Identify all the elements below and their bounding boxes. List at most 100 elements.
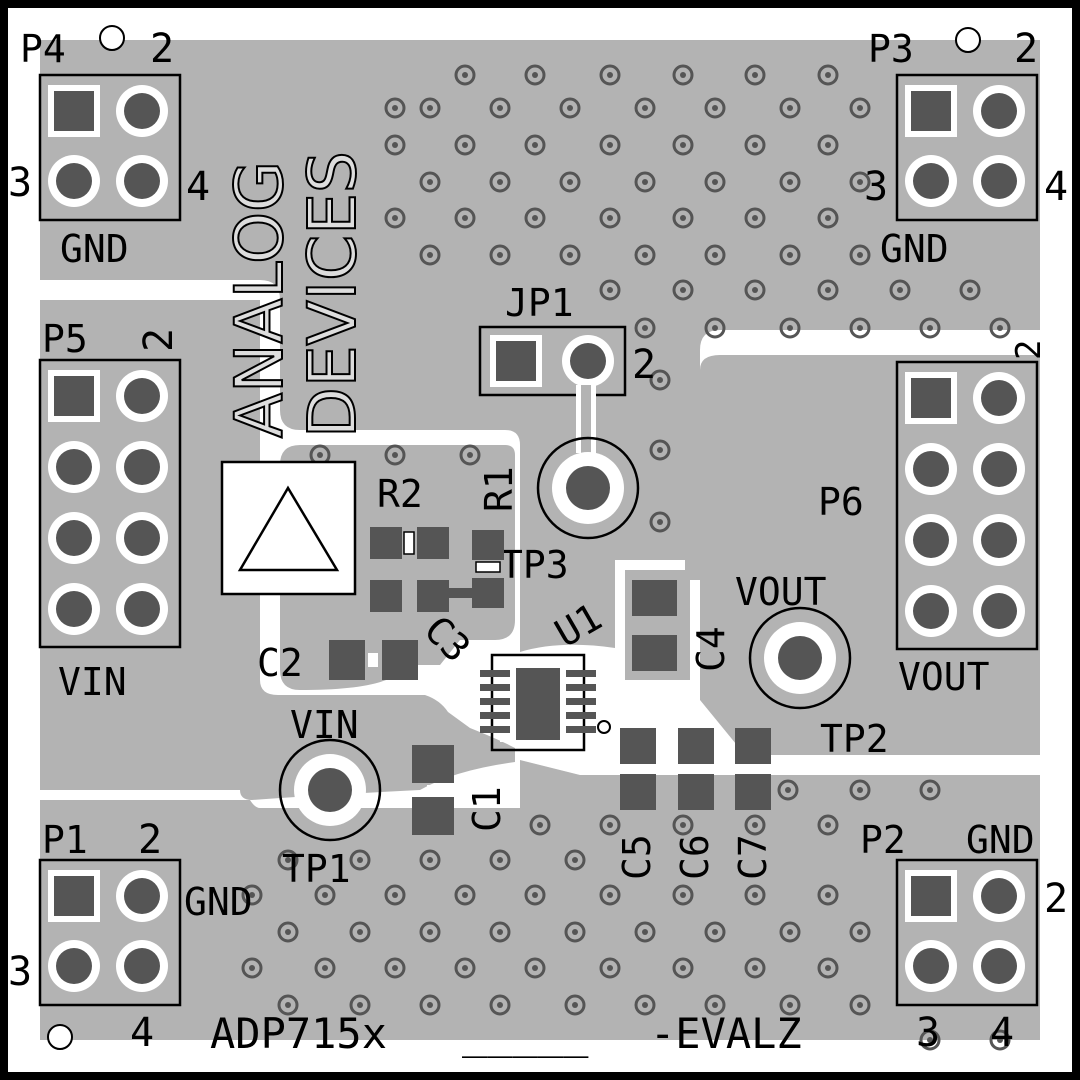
via-hole (752, 72, 758, 78)
via (489, 921, 511, 943)
via (489, 849, 511, 871)
via-hole (680, 72, 686, 78)
via (524, 207, 546, 229)
svg-text:ANALOG: ANALOG (221, 161, 298, 438)
label-blank: _____ (462, 1009, 589, 1058)
via (849, 921, 871, 943)
via (817, 134, 839, 156)
p1-ref: P1 (42, 818, 88, 862)
via-hole (825, 142, 831, 148)
connector-p3: P3 2 3 4 GND (864, 26, 1068, 271)
via-hole (392, 452, 398, 458)
via (454, 64, 476, 86)
via (384, 444, 406, 466)
via-hole (572, 857, 578, 863)
via (599, 884, 621, 906)
via-hole (532, 72, 538, 78)
via (704, 244, 726, 266)
via-hole (680, 215, 686, 221)
via (779, 171, 801, 193)
via-hole (787, 325, 793, 331)
p6-ref: P6 (818, 480, 864, 524)
via (489, 97, 511, 119)
board-part-label: ADP715x _____ -EVALZ (210, 1009, 802, 1058)
via (454, 134, 476, 156)
label-suffix: -EVALZ (650, 1009, 802, 1058)
via (744, 134, 766, 156)
via (564, 921, 586, 943)
resistor-r1: R1 (472, 466, 521, 608)
via-hole (997, 1037, 1003, 1043)
via (599, 64, 621, 86)
via (817, 814, 839, 836)
via-hole (897, 287, 903, 293)
via (959, 279, 981, 301)
via (989, 1029, 1011, 1051)
via-hole (825, 72, 831, 78)
via (489, 244, 511, 266)
via-hole (567, 179, 573, 185)
p3-pin3: 3 (864, 164, 888, 210)
via-hole (967, 287, 973, 293)
capacitor-c4: C4 (632, 580, 733, 672)
via (384, 207, 406, 229)
via-hole (825, 287, 831, 293)
via (559, 97, 581, 119)
via-hole (497, 105, 503, 111)
via-hole (462, 965, 468, 971)
via-hole (322, 965, 328, 971)
via-hole (357, 857, 363, 863)
via-hole (285, 1002, 291, 1008)
p6-pin2: 2 (1009, 340, 1049, 360)
via-hole (642, 179, 648, 185)
via-hole (462, 72, 468, 78)
c4-ref: C4 (689, 626, 733, 672)
via (419, 244, 441, 266)
via (779, 244, 801, 266)
via (849, 97, 871, 119)
via (744, 207, 766, 229)
via (564, 849, 586, 871)
svg-text:DEVICES: DEVICES (294, 151, 371, 438)
p2-pin2: 2 (1044, 876, 1068, 922)
capacitor-c7: C7 (731, 728, 775, 880)
via (777, 779, 799, 801)
capacitor-c5: C5 (615, 728, 659, 880)
via (744, 279, 766, 301)
via-hole (572, 1002, 578, 1008)
via (599, 279, 621, 301)
via-hole (497, 252, 503, 258)
via-hole (392, 215, 398, 221)
via (672, 207, 694, 229)
via-hole (532, 215, 538, 221)
via-hole (680, 287, 686, 293)
via (634, 171, 656, 193)
via (277, 994, 299, 1016)
via (524, 64, 546, 86)
connector-p4: P4 2 3 4 GND (8, 25, 210, 271)
via (599, 814, 621, 836)
via (459, 444, 481, 466)
via (817, 279, 839, 301)
via-hole (857, 105, 863, 111)
via (524, 884, 546, 906)
via-hole (712, 929, 718, 935)
connector-p1: P1 2 3 4 GND (8, 817, 253, 1056)
p2-pin4: 4 (990, 1010, 1014, 1056)
via (277, 849, 299, 871)
via-hole (787, 1002, 793, 1008)
via (419, 921, 441, 943)
via-hole (927, 787, 933, 793)
p3-ref: P3 (868, 27, 914, 71)
via-hole (752, 822, 758, 828)
via-field (241, 64, 1011, 1051)
connector-p2: P2 GND 2 3 4 (860, 818, 1068, 1056)
via-hole (427, 1002, 433, 1008)
testpoint-tp3: TP3 (500, 436, 640, 587)
via (277, 921, 299, 943)
via (672, 884, 694, 906)
via-hole (997, 325, 1003, 331)
via (349, 921, 371, 943)
testpoint-tp2: VOUT TP2 (735, 570, 889, 761)
